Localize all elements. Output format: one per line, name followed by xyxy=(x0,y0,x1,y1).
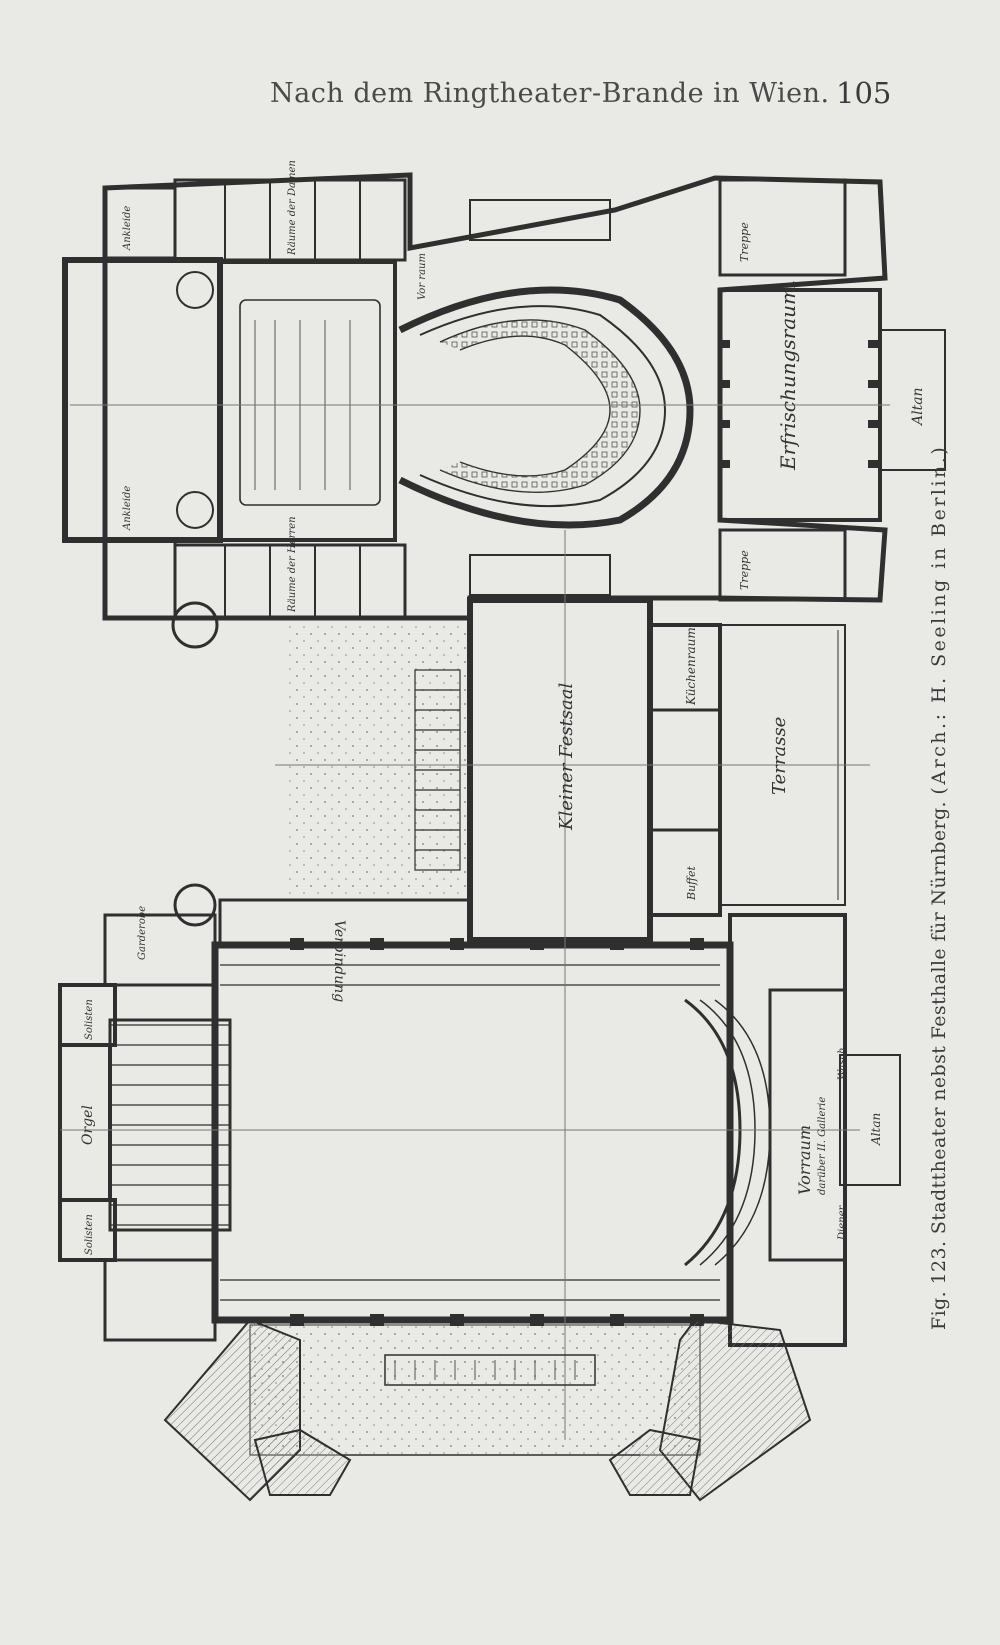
entrance-porch xyxy=(163,1318,812,1502)
label-garderobe: Garderobe xyxy=(137,906,148,960)
label-darueber-gallerie: darüber II. Gallerie xyxy=(817,1097,828,1195)
label-kleiner-festsaal: Kleiner Festsaal xyxy=(556,682,577,831)
label-altan-top: Altan xyxy=(910,387,926,427)
label-wasch: Wasch xyxy=(837,1047,848,1080)
plan-labels: Erfrischungsraum. Altan Kleiner Festsaal… xyxy=(80,160,926,1255)
running-head: Nach dem Ringtheater-Brande in Wien. xyxy=(270,78,830,109)
theatre-block xyxy=(62,172,946,649)
label-vor-raum: Vor raum xyxy=(417,253,428,300)
label-treppe-bottom: Treppe xyxy=(738,550,751,590)
label-verbindung: Verbindung xyxy=(331,920,347,1002)
label-ankleide-top: Ankleide xyxy=(122,206,133,251)
label-orgel: Orgel xyxy=(80,1105,96,1145)
page-number: 105 xyxy=(836,76,892,110)
caption-main: Fig. 123. Stadttheater nebst Festhalle f… xyxy=(928,801,950,1330)
label-altan-bottom: Altan xyxy=(869,1113,883,1146)
label-raeume-links: Räume der Damen xyxy=(287,160,298,256)
caption-architect: (Arch.: H. Seeling in Berlin.) xyxy=(928,444,950,795)
label-vorraum: Vorraum xyxy=(795,1125,814,1195)
label-diener: Diener xyxy=(837,1205,848,1241)
label-raeume-rechts: Räume der Herren xyxy=(287,516,298,613)
festhalle-block xyxy=(58,883,901,1347)
label-treppe-top: Treppe xyxy=(738,222,751,262)
middle-section xyxy=(218,597,846,947)
label-solisten-top: Solisten xyxy=(84,999,95,1040)
label-schwaecher: Buffet xyxy=(685,866,698,901)
label-erfrischungsraum: Erfrischungsraum. xyxy=(776,280,800,471)
label-solisten-bottom: Solisten xyxy=(84,1214,95,1255)
label-ankleide-bottom: Ankleide xyxy=(122,486,133,531)
figure-caption: Fig. 123. Stadttheater nebst Festhalle f… xyxy=(928,445,950,1330)
label-kuechenraum: Küchenraum xyxy=(684,627,698,706)
label-terrasse: Terrasse xyxy=(769,717,790,795)
